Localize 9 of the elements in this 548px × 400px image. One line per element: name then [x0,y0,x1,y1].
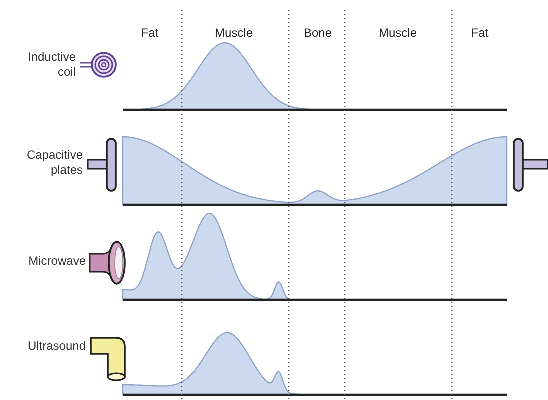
tissue-label: Bone [302,26,334,40]
tissue-label: Muscle [378,26,418,40]
method-label: Inductive coil [26,50,76,80]
method-label: Ultrasound [26,339,86,354]
method-label: Microwave [28,254,86,269]
tissue-label: Fat [470,26,490,40]
method-label: Capacitive plates [26,148,83,178]
tissue-label: Fat [140,26,160,40]
tissue-label: Muscle [214,26,254,40]
